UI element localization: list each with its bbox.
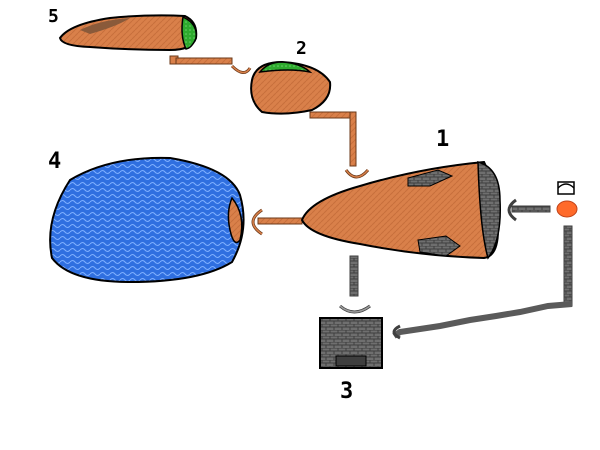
svg-text:5: 5 (48, 6, 59, 27)
area-2-label: 2 (296, 38, 307, 59)
svg-text:1: 1 (436, 127, 449, 152)
area-3-building[interactable] (319, 317, 383, 369)
stone-path-start-to-1 (507, 198, 551, 222)
area-4-label: 4 (48, 149, 61, 174)
area-2-island[interactable] (250, 60, 332, 115)
start-entrance[interactable] (556, 181, 578, 218)
bridge-2-to-1 (309, 111, 370, 179)
entrance-blob-icon (556, 200, 578, 218)
svg-text:2: 2 (296, 38, 307, 59)
area-3-label: 3 (340, 379, 353, 404)
area-1-island[interactable] (300, 160, 501, 260)
area-1-label: 1 (436, 127, 449, 152)
area-5-island[interactable] (58, 14, 198, 52)
svg-text:3: 3 (340, 379, 353, 404)
bridge-1-to-4 (251, 208, 303, 236)
area-4-pool[interactable] (49, 156, 245, 284)
svg-text:4: 4 (48, 149, 61, 174)
bridge-5-to-2 (169, 55, 252, 74)
area-5-label: 5 (48, 6, 59, 27)
bridge-1-to-3 (339, 255, 371, 314)
stone-path-start-to-3 (392, 225, 573, 340)
